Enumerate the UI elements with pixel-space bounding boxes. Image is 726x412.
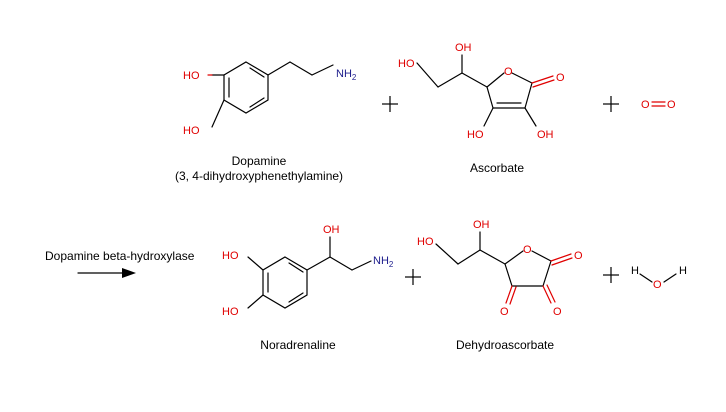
dopamine-structure: HO HO NH2	[183, 61, 357, 137]
water-o: O	[653, 279, 662, 291]
dehydroascorbate-label: Dehydroascorbate	[456, 338, 554, 352]
dopamine-label: Dopamine	[232, 154, 287, 168]
water-h-left: H	[631, 265, 639, 277]
dopamine-ho-bottom: HO	[183, 125, 200, 137]
water-molecule: H O H	[631, 265, 687, 291]
water-h-right: H	[679, 265, 687, 277]
ascorbate-ring-o: O	[504, 66, 513, 78]
dehydroascorbate-ring-o: O	[523, 244, 532, 256]
dehydroascorbate-structure: OH HO O O O O	[417, 219, 583, 318]
noradrenaline-label: Noradrenaline	[260, 338, 336, 352]
o2-atom-right: O	[667, 99, 676, 111]
ascorbate-oh-top: OH	[455, 42, 472, 54]
noradrenaline-nh2: NH2	[373, 255, 394, 269]
ascorbate-oh-bottom: OH	[537, 129, 554, 141]
noradrenaline-ho-bottom: HO	[222, 306, 239, 318]
dehydroascorbate-carbonyl-o-bottom: O	[553, 306, 562, 318]
reaction-arrow	[77, 268, 136, 278]
dehydroascorbate-ho-left: HO	[417, 236, 434, 248]
plus-sign-3	[405, 269, 421, 285]
noradrenaline-ho-top: HO	[222, 250, 239, 262]
dopamine-nh2: NH2	[336, 68, 357, 82]
dehydroascorbate-oh-top: OH	[473, 219, 490, 231]
enzyme-label: Dopamine beta-hydroxylase	[45, 249, 195, 263]
ascorbate-structure: OH HO O O HO OH	[398, 42, 565, 141]
dehydroascorbate-carbonyl-o-right: O	[574, 250, 583, 262]
ascorbate-ho-bottom: HO	[467, 129, 484, 141]
plus-sign-4	[603, 267, 619, 283]
noradrenaline-structure: OH HO HO NH2	[222, 224, 394, 318]
o2-atom-left: O	[641, 99, 650, 111]
dopamine-subtitle: (3, 4-dihydroxyphenethylamine)	[175, 169, 343, 183]
plus-sign-2	[603, 96, 619, 112]
ascorbate-ho-left: HO	[398, 58, 415, 70]
ascorbate-label: Ascorbate	[470, 161, 524, 175]
ascorbate-carbonyl-o: O	[556, 72, 565, 84]
dehydroascorbate-carbonyl-o-left: O	[500, 306, 509, 318]
dopamine-ho-top: HO	[183, 70, 200, 82]
oxygen-molecule: O O	[641, 99, 676, 111]
noradrenaline-oh-top: OH	[323, 224, 340, 236]
plus-sign-1	[382, 96, 398, 112]
